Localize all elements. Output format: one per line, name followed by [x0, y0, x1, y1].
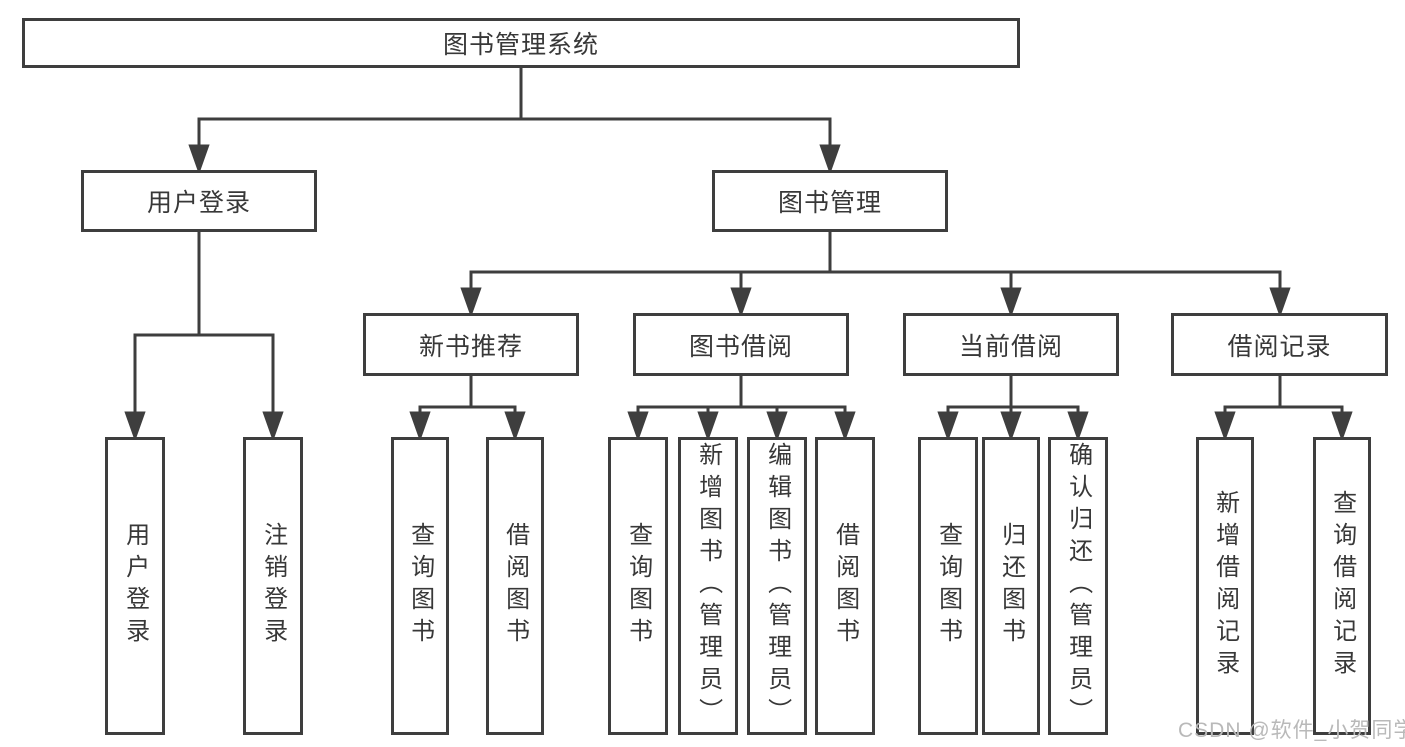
- node-book-borrow: 图书借阅: [633, 313, 849, 376]
- leaf-borrow-book-2: 借阅图书: [815, 437, 875, 735]
- arrow-head: [1214, 411, 1236, 442]
- leaf-confirm-return-admin: 确认归还（管理员）: [1048, 437, 1108, 735]
- arrow-head: [730, 287, 752, 318]
- leaf-edit-book-admin: 编辑图书（管理员）: [747, 437, 807, 735]
- connector-borrow-record-children: [1214, 374, 1353, 442]
- arrow-head: [1000, 287, 1022, 318]
- leaf-logout: 注销登录: [243, 437, 303, 735]
- node-borrow-record: 借阅记录: [1171, 313, 1388, 376]
- arrow-head: [504, 411, 526, 442]
- arrow-head: [262, 411, 284, 442]
- arrow-head: [188, 144, 210, 175]
- arrow-head: [1000, 411, 1022, 442]
- connector-root-to-level2: [188, 66, 841, 175]
- leaf-borrow-book-1: 借阅图书: [486, 437, 544, 735]
- arrow-head: [460, 287, 482, 318]
- arrow-head: [766, 411, 788, 442]
- arrow-head: [937, 411, 959, 442]
- arrow-head: [124, 411, 146, 442]
- leaf-query-book-3: 查询图书: [918, 437, 978, 735]
- node-current-borrow: 当前借阅: [903, 313, 1119, 376]
- connector-user-login-children: [124, 230, 284, 442]
- arrow-head: [1331, 411, 1353, 442]
- connector-new-book-children: [409, 374, 526, 442]
- arrow-head: [819, 144, 841, 175]
- node-book-management: 图书管理: [712, 170, 948, 232]
- leaf-return-book: 归还图书: [982, 437, 1040, 735]
- node-user-login: 用户登录: [81, 170, 317, 232]
- leaf-query-book-2: 查询图书: [608, 437, 668, 735]
- arrow-head: [1269, 287, 1291, 318]
- leaf-add-book-admin: 新增图书（管理员）: [678, 437, 738, 735]
- leaf-query-borrow-record: 查询借阅记录: [1313, 437, 1371, 735]
- arrow-head: [409, 411, 431, 442]
- connector-book-borrow-children: [627, 374, 856, 442]
- node-new-book-recommend: 新书推荐: [363, 313, 579, 376]
- leaf-add-borrow-record: 新增借阅记录: [1196, 437, 1254, 735]
- leaf-query-book-1: 查询图书: [391, 437, 449, 735]
- arrow-head: [627, 411, 649, 442]
- node-library-management-system: 图书管理系统: [22, 18, 1020, 68]
- arrow-head: [697, 411, 719, 442]
- leaf-user-login: 用户登录: [105, 437, 165, 735]
- arrow-head: [834, 411, 856, 442]
- connector-current-borrow-children: [937, 374, 1089, 442]
- connector-book-management-children: [460, 230, 1291, 318]
- watermark-text: CSDN @软件_小贺同学: [1178, 719, 1405, 742]
- arrow-head: [1067, 411, 1089, 442]
